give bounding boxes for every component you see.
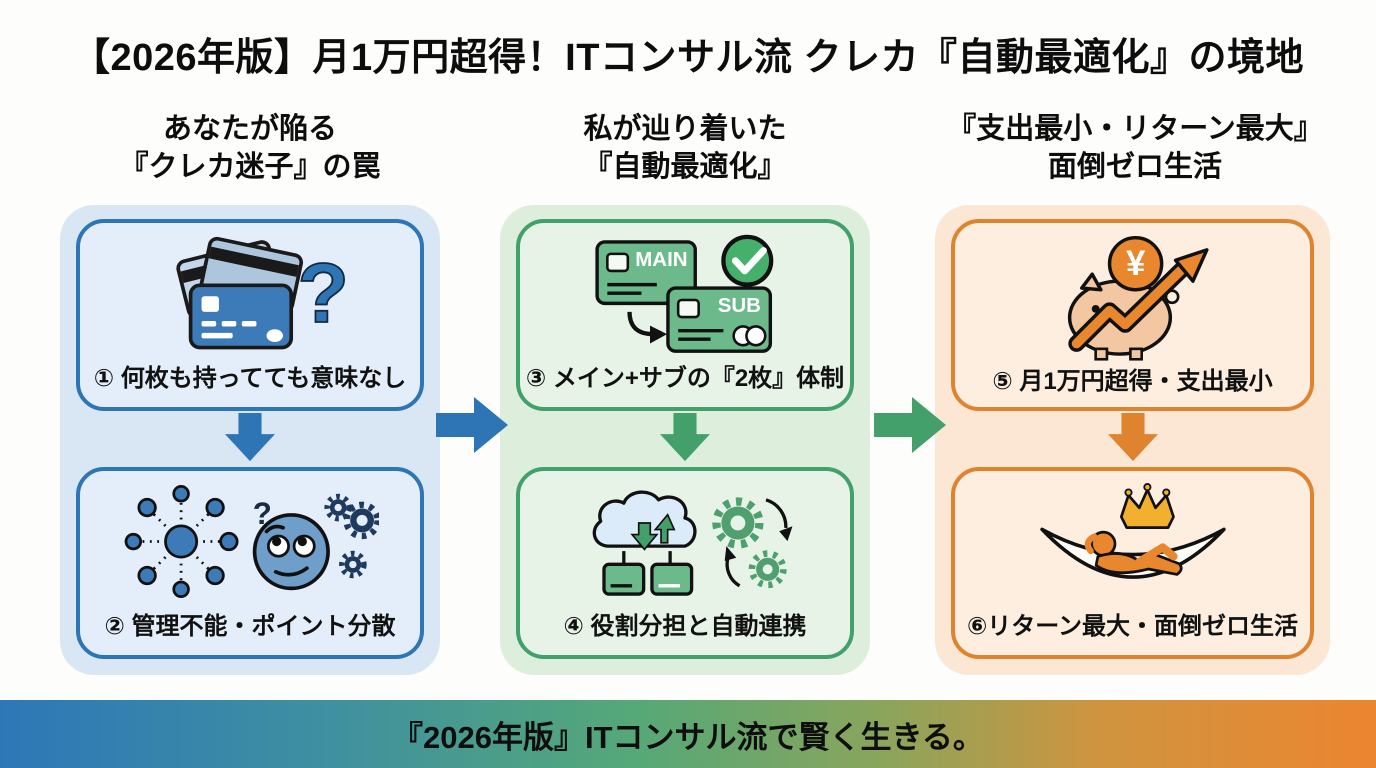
step-box-1: ? ① 何枚も持ってても意味なし [76, 219, 424, 411]
step-label-1: ① 何枚も持ってても意味なし [93, 365, 407, 392]
piggy-bank-growth-icon: ¥ [1067, 235, 1209, 361]
icon-area [520, 471, 850, 606]
footer-text: 『2026年版』ITコンサル流で賢く生きる。 [392, 719, 984, 755]
page-title: 【2026年版】月1万円超得！ITコンサル流 クレカ『自動最適化』の境地 [72, 37, 1304, 79]
svg-text:SUB: SUB [718, 293, 761, 316]
flow-right-arrow-solution-to-result-icon [874, 397, 946, 453]
step-box-6: ⑥リターン最大・面倒ゼロ生活 [951, 467, 1314, 659]
down-arrow-icon [1107, 413, 1158, 462]
panel-problem: ? ① 何枚も持ってても意味なし [60, 205, 440, 675]
svg-text:?: ? [297, 245, 348, 339]
icon-area: ? [80, 471, 420, 606]
step-label-6: ⑥リターン最大・面倒ゼロ生活 [966, 613, 1299, 640]
cloud-sync-gears-icon [592, 490, 793, 596]
column-heading-solution: 私が辿り着いた 『自動最適化』 [480, 110, 890, 187]
step-box-3: MAIN SUB ③ メイン+サブの『2枚』体制 [516, 219, 854, 411]
step-label-5: ⑤ 月1万円超得・支出最小 [992, 368, 1273, 395]
heading-line: 『クレカ迷子』の罠 [119, 151, 381, 184]
heading-line: 『自動最適化』 [583, 151, 787, 184]
icon-area [955, 471, 1310, 606]
footer-banner: 『2026年版』ITコンサル流で賢く生きる。 [0, 700, 1376, 768]
panel-solution: MAIN SUB ③ メイン+サブの『2枚』体制 [500, 205, 870, 675]
down-arrow-icon [660, 413, 710, 462]
panel-result: ¥ ⑤ 月1万円超得・支出最小 ⑥リターン最大・面倒ゼロ生 [935, 205, 1330, 675]
heading-line: 『支出最小・リターン最大』 [947, 113, 1323, 145]
svg-text:MAIN: MAIN [635, 247, 687, 270]
hammock-relax-crown-icon [1039, 482, 1226, 579]
step-box-2: ? ② [76, 467, 424, 659]
heading-line: 私が辿り着いた [583, 113, 787, 145]
step-box-5: ¥ ⑤ 月1万円超得・支出最小 [951, 219, 1314, 411]
flow-right-arrow-problem-to-solution-icon [436, 397, 508, 453]
step-label-2: ② 管理不能・ポイント分散 [104, 613, 396, 640]
column-heading-problem: あなたが陥る 『クレカ迷子』の罠 [40, 110, 460, 187]
scattered-points-worried-face-icon: ? [124, 484, 379, 598]
icon-area: ¥ [955, 223, 1310, 361]
main-sub-cards-check-icon: MAIN SUB [595, 234, 774, 353]
svg-text:¥: ¥ [1125, 245, 1145, 283]
icon-area: MAIN SUB [520, 223, 850, 358]
heading-line: あなたが陥る [162, 113, 337, 145]
heading-line: 面倒ゼロ生活 [1047, 151, 1222, 184]
column-heading-result: 『支出最小・リターン最大』 面倒ゼロ生活 [905, 110, 1365, 187]
icon-area: ? [80, 223, 420, 358]
step-label-4: ④ 役割分担と自動連携 [563, 613, 807, 640]
down-arrow-icon [225, 413, 275, 462]
step-label-3: ③ メイン+サブの『2枚』体制 [525, 365, 845, 392]
credit-cards-question-icon: ? [175, 236, 349, 349]
step-box-4: ④ 役割分担と自動連携 [516, 467, 854, 659]
